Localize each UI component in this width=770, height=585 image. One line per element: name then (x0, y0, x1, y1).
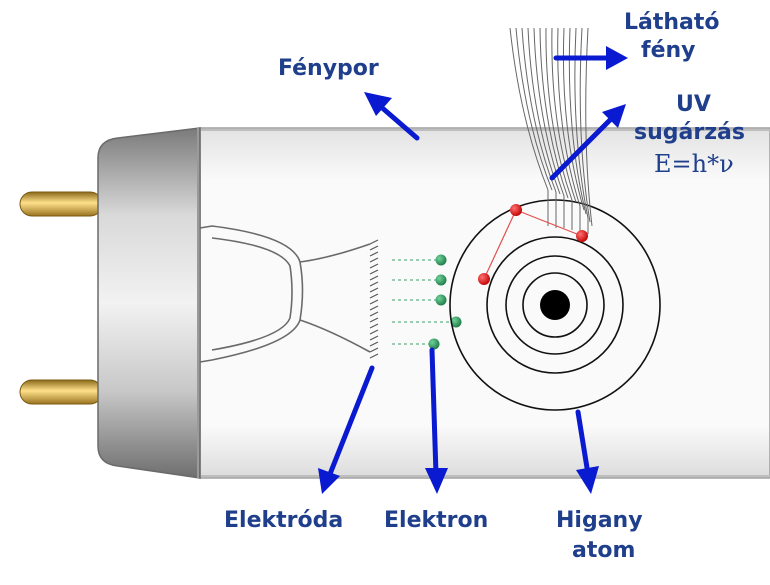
arrow-icon (575, 409, 599, 494)
phosphor-label: Fénypor (278, 56, 379, 81)
arrow-icon (364, 92, 420, 141)
electron-dot-icon (435, 274, 447, 286)
arrow-icon (425, 347, 448, 494)
electron-label: Elektron (384, 508, 489, 533)
electrode-coil (369, 239, 379, 359)
excitation-path (483, 209, 583, 280)
photon-energy-formula: E=h*ν (654, 150, 734, 178)
electron-dot-icon (435, 294, 447, 306)
visible-light-label-line1: Látható (624, 10, 720, 35)
mercury-atom-label-line1: Higany (556, 508, 643, 533)
excited-electron-dot-icon (478, 273, 490, 285)
visible-light-label-line2: fény (641, 38, 696, 63)
excited-electron-dot-icon (576, 230, 588, 242)
nucleus-icon (540, 290, 570, 320)
mercury-atom-label-line2: atom (572, 538, 636, 563)
uv-radiation-label-line2: sugárzás (634, 120, 745, 145)
pin-icon (19, 191, 103, 217)
arrow-icon (549, 104, 626, 181)
uv-radiation-label-line1: UV (676, 92, 711, 117)
end-cap (97, 127, 201, 479)
electron-dot-icon (435, 254, 447, 266)
electrode-stem (199, 225, 371, 363)
electron-trails (392, 259, 450, 345)
arrow-icon (318, 365, 375, 494)
electron-dot-icon (428, 338, 440, 350)
pin-icon (19, 379, 103, 405)
excited-electron-dot-icon (510, 204, 522, 216)
glass-tube (199, 127, 770, 479)
electron-dot-icon (450, 316, 462, 328)
mercury-atom (449, 199, 661, 411)
electrode-label: Elektróda (224, 508, 344, 533)
arrow-icon (553, 46, 628, 70)
